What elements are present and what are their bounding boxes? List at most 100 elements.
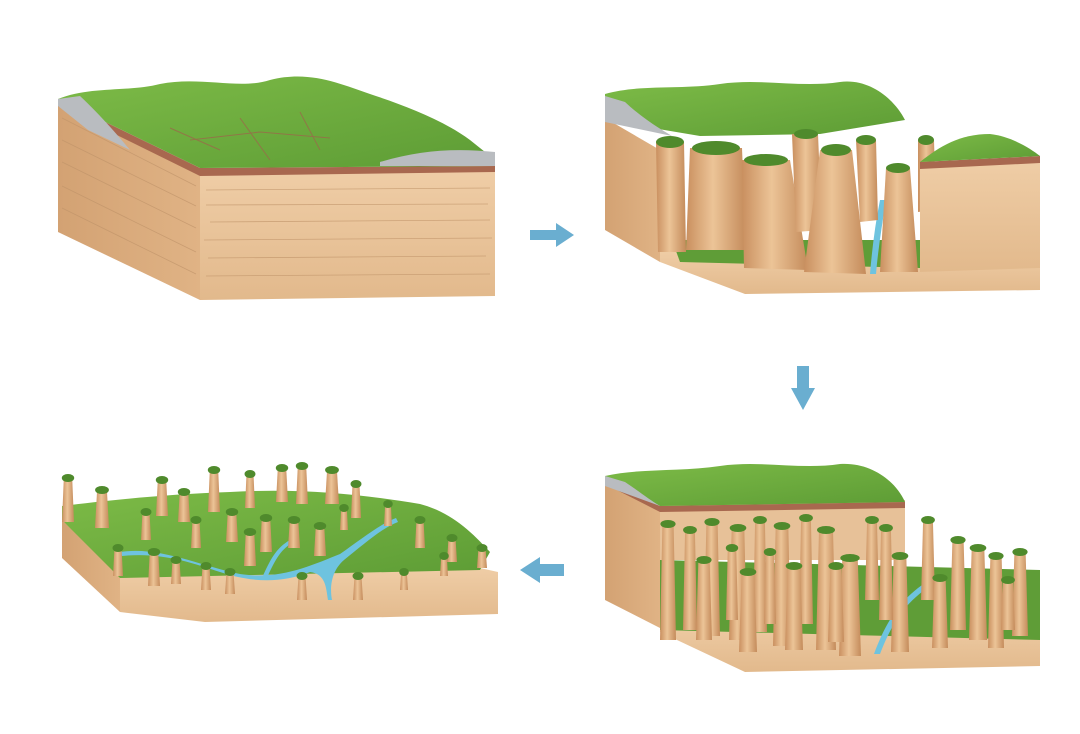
pillar-vegetation-cap: [969, 544, 987, 552]
pillar-vegetation-cap: [275, 464, 289, 472]
soil-band: [605, 476, 905, 512]
pillar-vegetation-cap: [313, 522, 327, 530]
pillar-vegetation-cap: [244, 470, 256, 478]
block-side-face: [62, 520, 120, 612]
pillar-vegetation-cap: [243, 528, 257, 536]
block-front-face: [200, 170, 495, 300]
right-plateau-soil: [920, 156, 1040, 169]
block-side-face: [58, 103, 200, 300]
right-plateau-grass: [920, 134, 1040, 162]
sandstone-pillar: [325, 470, 339, 504]
pillar-vegetation-cap: [817, 526, 835, 534]
pillar-vegetation-cap: [190, 516, 202, 524]
sandstone-pillar: [726, 548, 738, 620]
pillar-vegetation-cap: [739, 568, 757, 576]
arrow-left-icon: [520, 557, 564, 583]
sandstone-pillar: [148, 552, 160, 586]
stage-1-plateau: [58, 76, 495, 300]
soil-band: [58, 99, 495, 176]
sandstone-pillar: [932, 578, 948, 648]
pillar-vegetation-cap: [95, 486, 109, 494]
scree-right: [380, 150, 495, 166]
joint-cracks: [169, 111, 331, 161]
sandstone-pillar: [891, 556, 909, 652]
pillar-vegetation-cap: [446, 534, 458, 542]
sandstone-pillar: [141, 512, 151, 540]
sandstone-pillar: [799, 518, 813, 624]
pillar-vegetation-cap: [932, 574, 948, 582]
pillar-vegetation-cap: [112, 544, 124, 552]
sandstone-pillar: [244, 532, 256, 566]
sandstone-pillar: [276, 468, 288, 502]
sandstone-pillar: [879, 528, 893, 620]
block-side-face: [605, 478, 660, 628]
sandstone-pillar: [260, 518, 272, 552]
pillar-vegetation-cap: [140, 508, 152, 516]
sandstone-pillar: [921, 520, 935, 600]
pillar-vegetation-cap: [399, 568, 409, 576]
pillar-vegetation-cap: [879, 524, 893, 532]
river-branch: [262, 540, 292, 580]
strata-lines: [61, 117, 493, 277]
sandstone-pillar: [245, 474, 255, 508]
sandstone-pillar: [477, 548, 487, 568]
pillar-vegetation-cap: [200, 562, 212, 570]
scree-left: [605, 96, 672, 136]
pillar-vegetation-cap: [224, 568, 236, 576]
sandstone-pillar: [1001, 580, 1015, 630]
scree-left: [605, 476, 660, 506]
sandstone-pillar: [384, 504, 392, 526]
sandstone-pillar: [95, 490, 109, 528]
sandstone-pillars: [660, 514, 1028, 656]
sandstone-pillar: [660, 524, 676, 640]
sandstone-pillar: [340, 508, 348, 530]
sandstone-pillar: [400, 572, 408, 590]
sandstone-pillar: [226, 512, 238, 542]
pillar-vegetation-cap: [696, 556, 712, 564]
sandstone-pillar: [415, 520, 425, 548]
pillar-vegetation-cap: [891, 552, 909, 560]
pillar-vegetation-cap: [259, 514, 273, 522]
stage-3-pillar-forest: [605, 463, 1040, 672]
sandstone-pillar: [113, 548, 123, 576]
sandstone-pillar: [865, 520, 879, 600]
stage-2-canyons: [605, 81, 1040, 294]
pillar-vegetation-cap: [763, 548, 777, 556]
pillar-vegetation-cap: [147, 548, 161, 556]
sandstone-pillar: [828, 566, 844, 642]
pillar-vegetation-cap: [773, 522, 791, 530]
sandstone-pillar: [447, 538, 457, 562]
pillar-vegetation-cap: [155, 476, 169, 484]
sandstone-pillar: [191, 520, 201, 548]
pillar-vegetation-cap: [350, 480, 362, 488]
pillar-vegetation-cap: [660, 520, 676, 528]
pillar-vegetation-cap: [352, 572, 364, 580]
pillar-vegetation-cap: [725, 544, 739, 552]
sandstone-pillar: [353, 576, 363, 600]
sandstone-pillar: [440, 556, 448, 576]
stage-4-residual-pillars: [61, 462, 498, 622]
pillar-vegetation-cap: [1012, 548, 1028, 556]
pillar-vegetation-cap: [753, 516, 767, 524]
sandstone-pillar: [739, 572, 757, 652]
pillar-vegetation-cap: [785, 562, 803, 570]
pillar-vegetation-cap: [225, 508, 239, 516]
sandstone-pillar: [683, 530, 697, 630]
pillar-vegetation-cap: [325, 466, 339, 474]
pillar-vegetation-cap: [177, 488, 191, 496]
pillar-vegetation-cap: [61, 474, 75, 482]
arrow-right-icon: [530, 223, 574, 247]
pillar-vegetation-cap: [828, 562, 844, 570]
sandstone-pillar: [1012, 552, 1028, 636]
pillar-vegetation-cap: [383, 500, 393, 508]
river: [120, 518, 398, 600]
sandstone-pillar: [785, 566, 803, 650]
pillar-vegetation-cap: [729, 524, 747, 532]
sandstone-pillar: [988, 556, 1004, 648]
pillar-vegetation-cap: [414, 516, 426, 524]
sandstone-pillar: [297, 576, 307, 600]
pillar-vegetation-cap: [988, 552, 1004, 560]
pillar-vegetation-cap: [207, 466, 221, 474]
sandstone-pillar: [753, 520, 767, 632]
sandstone-pillar: [296, 466, 308, 504]
